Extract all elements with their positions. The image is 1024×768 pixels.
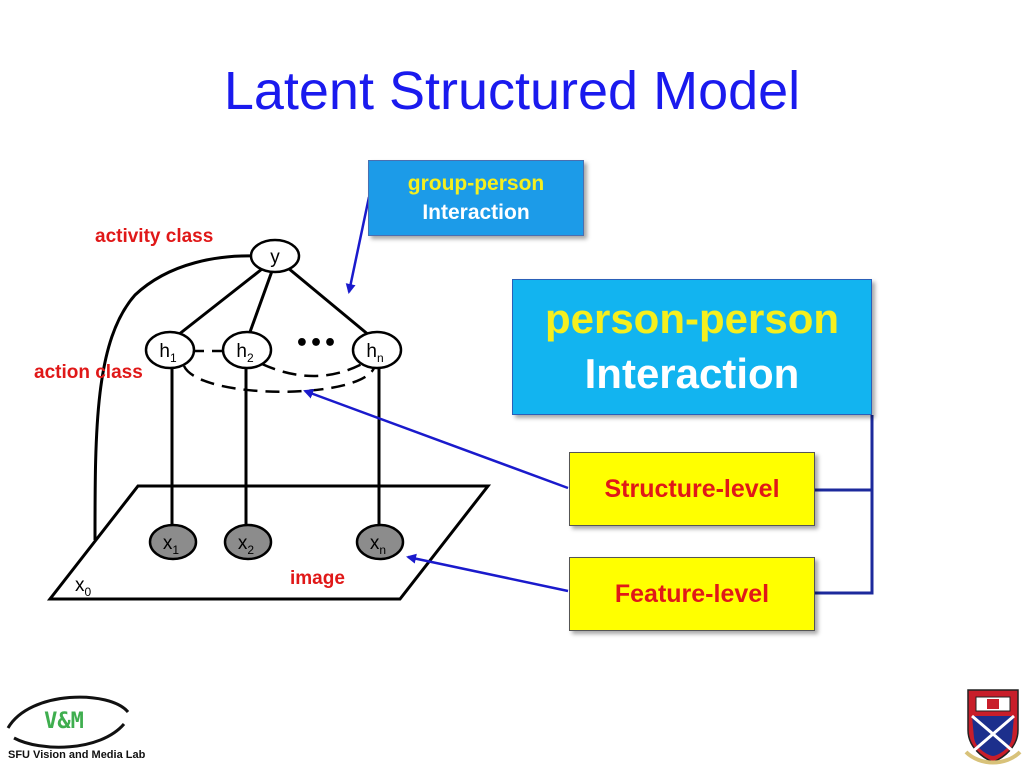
h1-hn-dashed-edge xyxy=(182,365,376,393)
university-crest-icon xyxy=(964,689,1022,765)
group-person-arrow xyxy=(345,196,371,294)
structure-level-arrow xyxy=(303,389,569,490)
structure-level-box: Structure-level xyxy=(569,452,815,526)
person-person-line1: person-person xyxy=(544,295,840,343)
structure-level-label: Structure-level xyxy=(604,474,780,503)
image-label: image xyxy=(290,568,345,589)
node-y xyxy=(249,238,301,274)
hidden-nodes-ellipsis: ••• xyxy=(295,331,337,356)
group-person-interaction-box: group-person Interaction xyxy=(368,160,584,236)
node-x2-label: x2 xyxy=(238,533,255,557)
y-h1-edge xyxy=(177,267,263,337)
node-y-label: y xyxy=(270,247,280,268)
image-plane xyxy=(46,484,492,601)
node-hn xyxy=(351,330,403,370)
node-x1-label: x1 xyxy=(163,533,180,557)
x0-to-y-edge xyxy=(93,254,256,541)
activity-class-label: activity class xyxy=(95,226,214,247)
feature-level-arrow xyxy=(406,553,569,593)
y-h2-edge xyxy=(248,270,274,333)
slide-title: Latent Structured Model xyxy=(223,61,801,121)
node-x0-label: x0 xyxy=(75,575,92,599)
y-hn-edge xyxy=(287,266,371,338)
group-person-line1: group-person xyxy=(407,171,545,195)
action-class-label: action class xyxy=(34,362,143,383)
node-x1 xyxy=(148,523,198,561)
node-xn-label: xn xyxy=(370,533,386,557)
lab-logo: V&M xyxy=(6,695,130,749)
node-x2 xyxy=(223,523,273,561)
group-person-line2: Interaction xyxy=(422,201,530,224)
node-xn xyxy=(355,523,405,561)
h2-hn-dashed-edge xyxy=(261,362,363,378)
person-person-interaction-box: person-person Interaction xyxy=(512,279,872,415)
node-h2-label: h2 xyxy=(236,341,254,365)
person-person-line2: Interaction xyxy=(584,350,800,397)
node-h1 xyxy=(144,330,196,370)
node-h1-label: h1 xyxy=(159,341,177,365)
node-h2 xyxy=(221,330,273,370)
level-bracket-connector-right xyxy=(815,415,874,595)
node-hn-label: hn xyxy=(366,341,383,365)
lab-logo-text: V&M xyxy=(44,709,84,734)
feature-level-box: Feature-level xyxy=(569,557,815,631)
lab-name: SFU Vision and Media Lab xyxy=(8,749,146,761)
feature-level-label: Feature-level xyxy=(614,579,770,608)
